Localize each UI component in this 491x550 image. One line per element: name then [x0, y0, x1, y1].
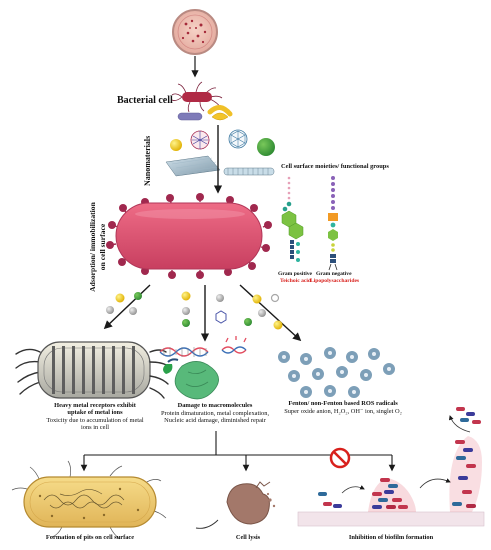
biofilm-icon: [297, 407, 485, 527]
prohibition-icon: [329, 447, 351, 469]
teichoic-acid-label: Teichoic acid: [280, 278, 312, 284]
gram-negative-label: Gram negative: [316, 271, 352, 277]
biofilm-label: Inhibition of biofilm formation: [348, 534, 434, 541]
pits-label: Formation of pits on cell surface: [45, 534, 135, 541]
nanomaterials-label: Nanomaterials: [143, 135, 152, 186]
arrow-to-metal-uptake: [103, 284, 151, 330]
cell-lysis-icon: [195, 481, 276, 529]
metal-uptake-title-1: Heavy metal receptors exhibit: [54, 402, 136, 409]
damaged-macromolecules-icon: [159, 336, 247, 400]
metal-uptake-title-2: uptake of metal ions: [67, 409, 123, 416]
lipopolysaccharides-label: Lipopolysaccharides: [310, 278, 360, 284]
gram-negative-chain-icon: [328, 176, 338, 271]
bacterial-cells-icon: [171, 81, 233, 121]
adsorption-label-line1: Adsorption/ immobilization: [88, 202, 97, 292]
gram-positive-chain-icon: [281, 176, 304, 262]
cell-surface-title: Cell surface moieties/ functional groups: [281, 163, 389, 170]
arrow-to-ros: [239, 284, 302, 342]
macromolecule-damage-desc-2: Nucleic acid damage, diminished repair: [164, 417, 266, 424]
bacterial-cell-label: Bacterial cell: [117, 95, 173, 106]
metal-uptake-desc-1: Toxicity due to accumulation of metal: [46, 417, 144, 424]
macromolecule-damage-desc-1: Protein dimaturation, metal complexation…: [160, 410, 270, 417]
ros-title: Fenton/ non-Fenton based ROS radicals: [288, 400, 398, 407]
pitted-cell-icon: [11, 460, 167, 540]
petri-dish-icon: [172, 9, 218, 55]
ros-radicals-icon: [278, 347, 395, 398]
gram-positive-label: Gram positive: [278, 271, 313, 277]
ros-desc: Super oxide anion, H₂O₂, OH⁻ ion, single…: [284, 408, 402, 415]
nanoparticles-scatter-icon: [106, 291, 283, 330]
adsorption-label-line2: on cell surface: [98, 223, 107, 271]
bacterium-adsorption-icon: [106, 193, 272, 279]
metal-uptake-cell-icon: [15, 341, 169, 399]
metal-uptake-desc-2: ions in cell: [80, 424, 110, 431]
macromolecule-damage-title: Damage to macromolecules: [177, 402, 253, 409]
cell-lysis-label: Cell lysis: [235, 534, 261, 541]
nanomaterials-icon: [165, 129, 275, 177]
